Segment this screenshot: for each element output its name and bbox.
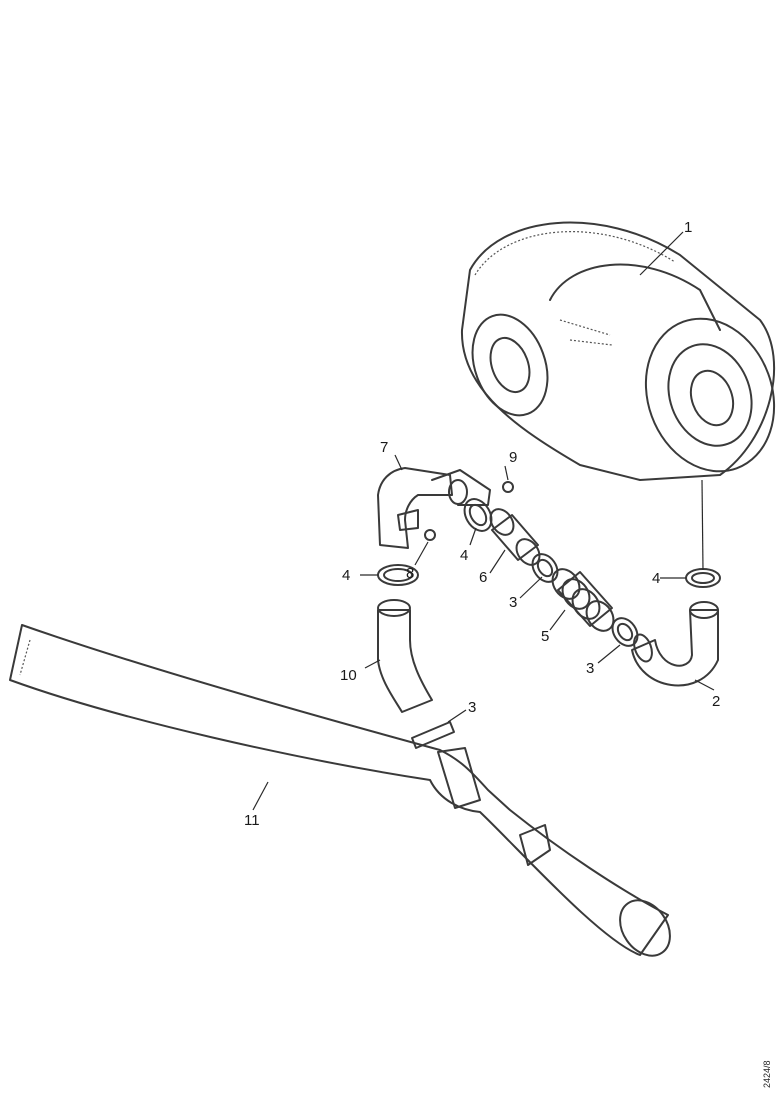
figure-reference: 2424/8 xyxy=(762,1060,772,1088)
pipe-10 xyxy=(377,599,433,713)
u-bend-hose-2 xyxy=(631,601,719,687)
clamp-3-pipe xyxy=(411,721,455,749)
callout-11: 11 xyxy=(244,812,260,829)
clamp-4-middle xyxy=(463,498,493,532)
callout-3-lower: 3 xyxy=(586,660,594,677)
clamp-4-right xyxy=(685,568,721,588)
hose-6 xyxy=(489,508,541,566)
bolt-9 xyxy=(502,481,514,493)
callout-10: 10 xyxy=(340,667,357,684)
callout-5: 5 xyxy=(541,628,549,645)
callout-3-upper: 3 xyxy=(509,594,517,611)
callout-9: 9 xyxy=(509,449,517,466)
callout-7: 7 xyxy=(380,439,388,456)
bellows-hose-5 xyxy=(551,568,615,632)
callout-6: 6 xyxy=(479,569,487,586)
callout-1: 1 xyxy=(684,219,692,236)
intake-pipe-11 xyxy=(9,624,671,957)
callout-4-right: 4 xyxy=(652,570,660,587)
callout-2: 2 xyxy=(712,693,720,710)
callout-labels: 1 2 3 3 3 4 4 4 5 6 7 8 9 10 11 xyxy=(244,219,720,829)
screw-8 xyxy=(424,529,436,541)
callout-3-pipe: 3 xyxy=(468,699,476,716)
callout-8: 8 xyxy=(406,565,414,582)
leader-lines xyxy=(252,231,715,811)
callout-4-middle: 4 xyxy=(460,547,468,564)
air-filter-housing xyxy=(460,221,776,481)
callout-4-left: 4 xyxy=(342,567,350,584)
clamp-3-upper xyxy=(531,553,559,583)
